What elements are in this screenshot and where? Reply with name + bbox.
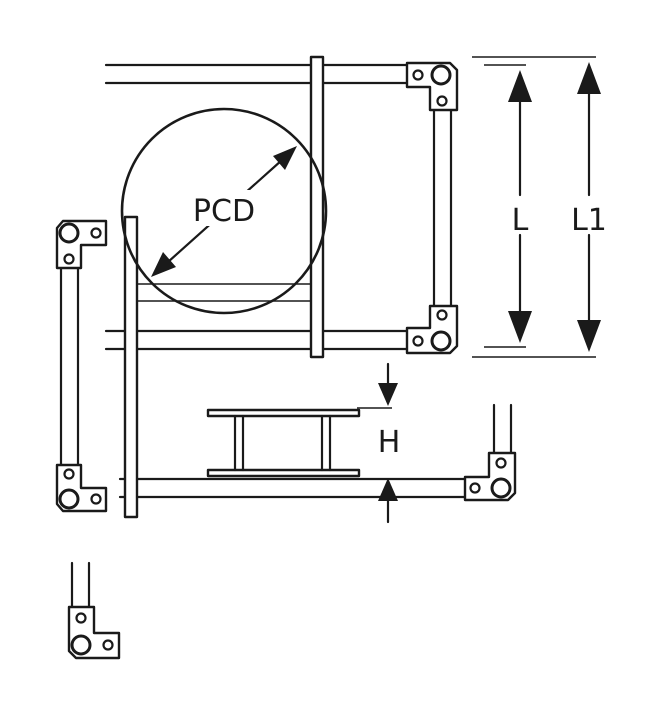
pcd-label-bg <box>196 190 252 226</box>
clamp-top-right <box>405 61 459 112</box>
l1-dimension <box>472 56 601 358</box>
l-dimension <box>484 64 532 348</box>
pcd-circle <box>120 107 328 315</box>
h-dimension <box>357 362 398 524</box>
riser-right-assembly <box>463 403 517 502</box>
left-pipe-assembly <box>55 219 108 513</box>
platform-assembly <box>118 408 470 499</box>
ladder-stile <box>123 215 139 519</box>
h-label: H <box>378 425 401 460</box>
ladder-rungs <box>137 283 311 302</box>
top-rail-assembly <box>104 55 453 359</box>
clamp-mid-right <box>405 304 459 355</box>
pcd-label: PCD <box>193 194 255 229</box>
l-label: L <box>512 203 529 238</box>
l1-label: L1 <box>571 203 607 238</box>
clamp-bottom-left-assembly <box>67 561 121 660</box>
